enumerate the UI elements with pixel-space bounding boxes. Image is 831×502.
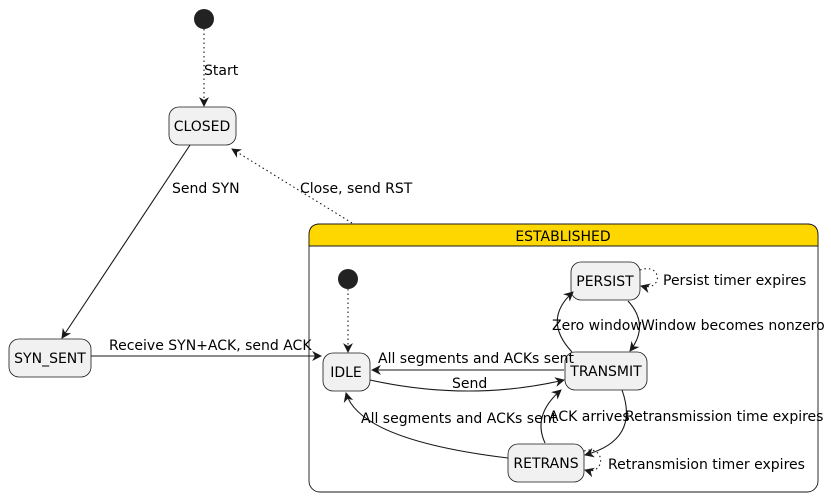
- label-all-segments-1: All segments and ACKs sent: [378, 351, 575, 367]
- edge-persist-self: [639, 268, 658, 294]
- edge-retransmission-time: [584, 389, 627, 458]
- established-state[interactable]: ESTABLISHED: [308, 223, 819, 493]
- label-ack-arrives: ACK arrives: [549, 409, 630, 425]
- edge-retrans-self: [583, 449, 602, 478]
- label-receive-syn-ack: Receive SYN+ACK, send ACK: [109, 338, 312, 354]
- persist-state[interactable]: PERSIST: [570, 261, 641, 301]
- edge-send-syn: [61, 144, 191, 339]
- edge-zero-window: [556, 291, 574, 353]
- label-persist-timer: Persist timer expires: [663, 273, 806, 289]
- closed-label: CLOSED: [174, 119, 231, 135]
- transmit-state[interactable]: TRANSMIT: [564, 351, 648, 391]
- edge-window-nonzero: [627, 300, 641, 352]
- label-send: Send: [452, 376, 487, 392]
- initial-node-established: [338, 269, 358, 289]
- label-close-send-rst: Close, send RST: [300, 181, 413, 197]
- initial-node-top: [194, 9, 214, 29]
- label-send-syn: Send SYN: [172, 181, 240, 197]
- label-all-segments-2: All segments and ACKs sent: [361, 411, 558, 427]
- edge-send: [369, 377, 565, 392]
- label-start: Start: [204, 63, 239, 79]
- label-retransmission-time: Retransmission time expires: [625, 409, 823, 425]
- closed-state[interactable]: CLOSED: [168, 106, 237, 146]
- label-retransmision-timer: Retransmision timer expires: [608, 457, 805, 473]
- label-window-nonzero: Window becomes nonzero: [641, 318, 825, 334]
- edge-ack-arrives: [540, 389, 562, 444]
- idle-label: IDLE: [330, 365, 362, 381]
- label-zero-window: Zero window: [552, 318, 642, 334]
- transmit-label: TRANSMIT: [569, 364, 642, 380]
- retrans-state[interactable]: RETRANS: [507, 443, 585, 483]
- persist-label: PERSIST: [576, 274, 634, 290]
- edge-close-send-rst: [231, 148, 353, 224]
- syn-sent-state[interactable]: SYN_SENT: [8, 338, 92, 378]
- established-label: ESTABLISHED: [515, 229, 610, 245]
- edge-retrans-to-idle: [343, 392, 509, 459]
- retrans-label: RETRANS: [513, 456, 578, 472]
- idle-state[interactable]: IDLE: [322, 352, 371, 392]
- syn-sent-label: SYN_SENT: [14, 351, 86, 367]
